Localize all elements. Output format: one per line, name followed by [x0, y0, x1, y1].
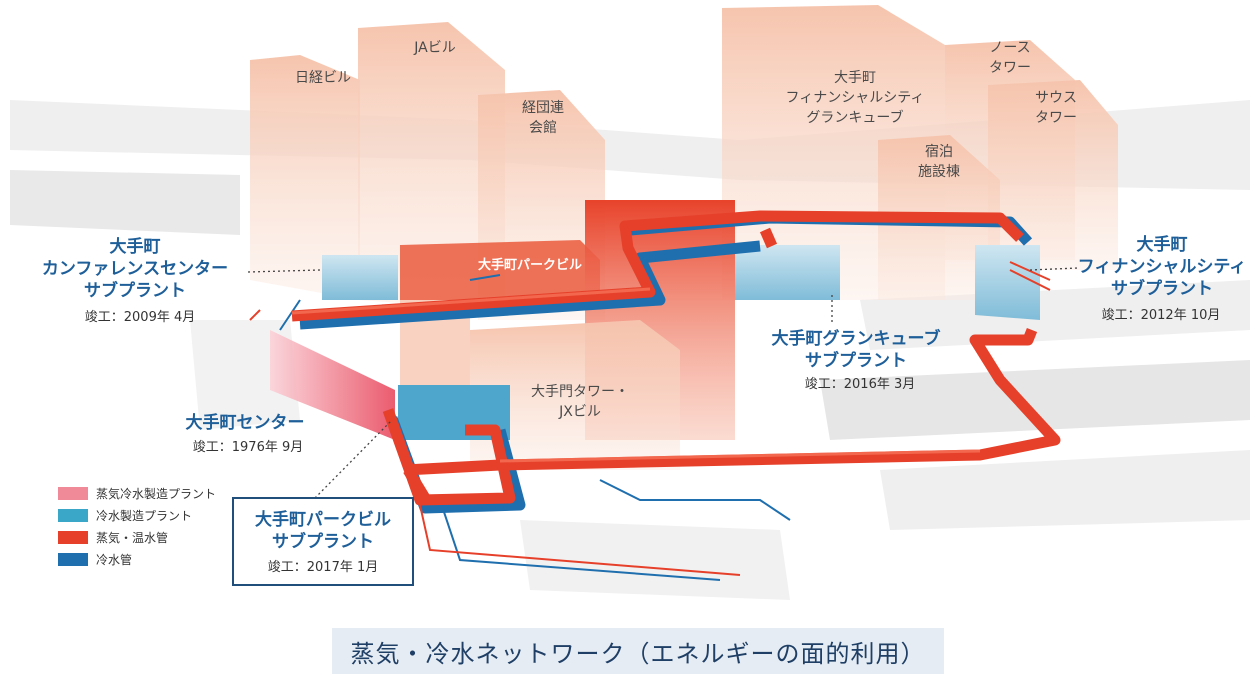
legend-swatch [58, 508, 88, 522]
thin-pipes [249, 261, 1051, 581]
building-ja [358, 22, 505, 310]
plant-grand-cube [735, 245, 840, 300]
plant-center-name: 大手町センター [185, 413, 305, 433]
plant-park-building-date: 竣工：2017年 1月 [267, 560, 379, 575]
plant-park-building-name: 大手町パークビル サブプラント [255, 510, 391, 552]
legend-item: 蒸気・温水管 [58, 526, 216, 548]
label-south-tower: サウス タワー [1035, 90, 1077, 126]
steam-hotwater-pipe [291, 210, 1061, 506]
legend-item: 冷水製造プラント [58, 504, 216, 526]
plant-center-date: 竣工：1976年 9月 [192, 440, 304, 455]
legend-label: 冷水製造プラント [96, 508, 193, 523]
plant-conference-name: 大手町 カンファレンスセンター サブプラント [41, 237, 229, 301]
plant-conference [322, 255, 398, 300]
legend-swatch [58, 530, 88, 544]
legend-item: 蒸気冷水製造プラント [58, 482, 216, 504]
plant-park-building-callout: 大手町パークビル サブプラント 竣工：2017年 1月 [232, 497, 414, 586]
legend-swatch [58, 486, 88, 500]
network-diagram [10, 5, 1250, 600]
label-lodging: 宿泊 施設棟 [918, 144, 960, 180]
caption-text: 蒸気・冷水ネットワーク（エネルギーの面的利用） [350, 639, 926, 668]
plant-grand-cube-date: 竣工：2016年 3月 [804, 377, 916, 392]
label-park-building: 大手町パークビル [477, 258, 582, 273]
plant-financial-city-name: 大手町 フィナンシャルシティ サブプラント [1077, 235, 1247, 299]
leader-lines [247, 267, 1079, 499]
plant-conference-date: 竣工：2009年 4月 [84, 310, 196, 325]
legend-label: 蒸気・温水管 [96, 530, 169, 545]
label-otemon: 大手門タワー・ JXビル [531, 384, 629, 420]
plant-grand-cube-name: 大手町グランキューブ サブプラント [771, 329, 941, 371]
legend-item: 冷水管 [58, 548, 216, 570]
label-nikkei: 日経ビル [295, 70, 351, 86]
building-nikkei [250, 55, 360, 300]
plant-financial-city [975, 245, 1040, 320]
caption-banner: 蒸気・冷水ネットワーク（エネルギーの面的利用） [332, 628, 944, 674]
legend: 蒸気冷水製造プラント 冷水製造プラント 蒸気・温水管 冷水管 [58, 482, 216, 570]
legend-label: 冷水管 [96, 552, 133, 567]
label-keidanren: 経団連 会館 [522, 100, 564, 136]
legend-swatch [58, 552, 88, 566]
label-north-tower: ノース タワー [989, 40, 1031, 76]
plant-financial-city-date: 竣工：2012年 10月 [1101, 308, 1221, 323]
building-south-tower [988, 80, 1118, 270]
pipe-highlight [291, 287, 981, 463]
label-grand-cube: 大手町 フィナンシャルシティ グランキューブ [785, 70, 925, 126]
legend-label: 蒸気冷水製造プラント [96, 486, 217, 501]
label-ja: JAビル [414, 40, 456, 56]
plant-center [270, 330, 395, 440]
